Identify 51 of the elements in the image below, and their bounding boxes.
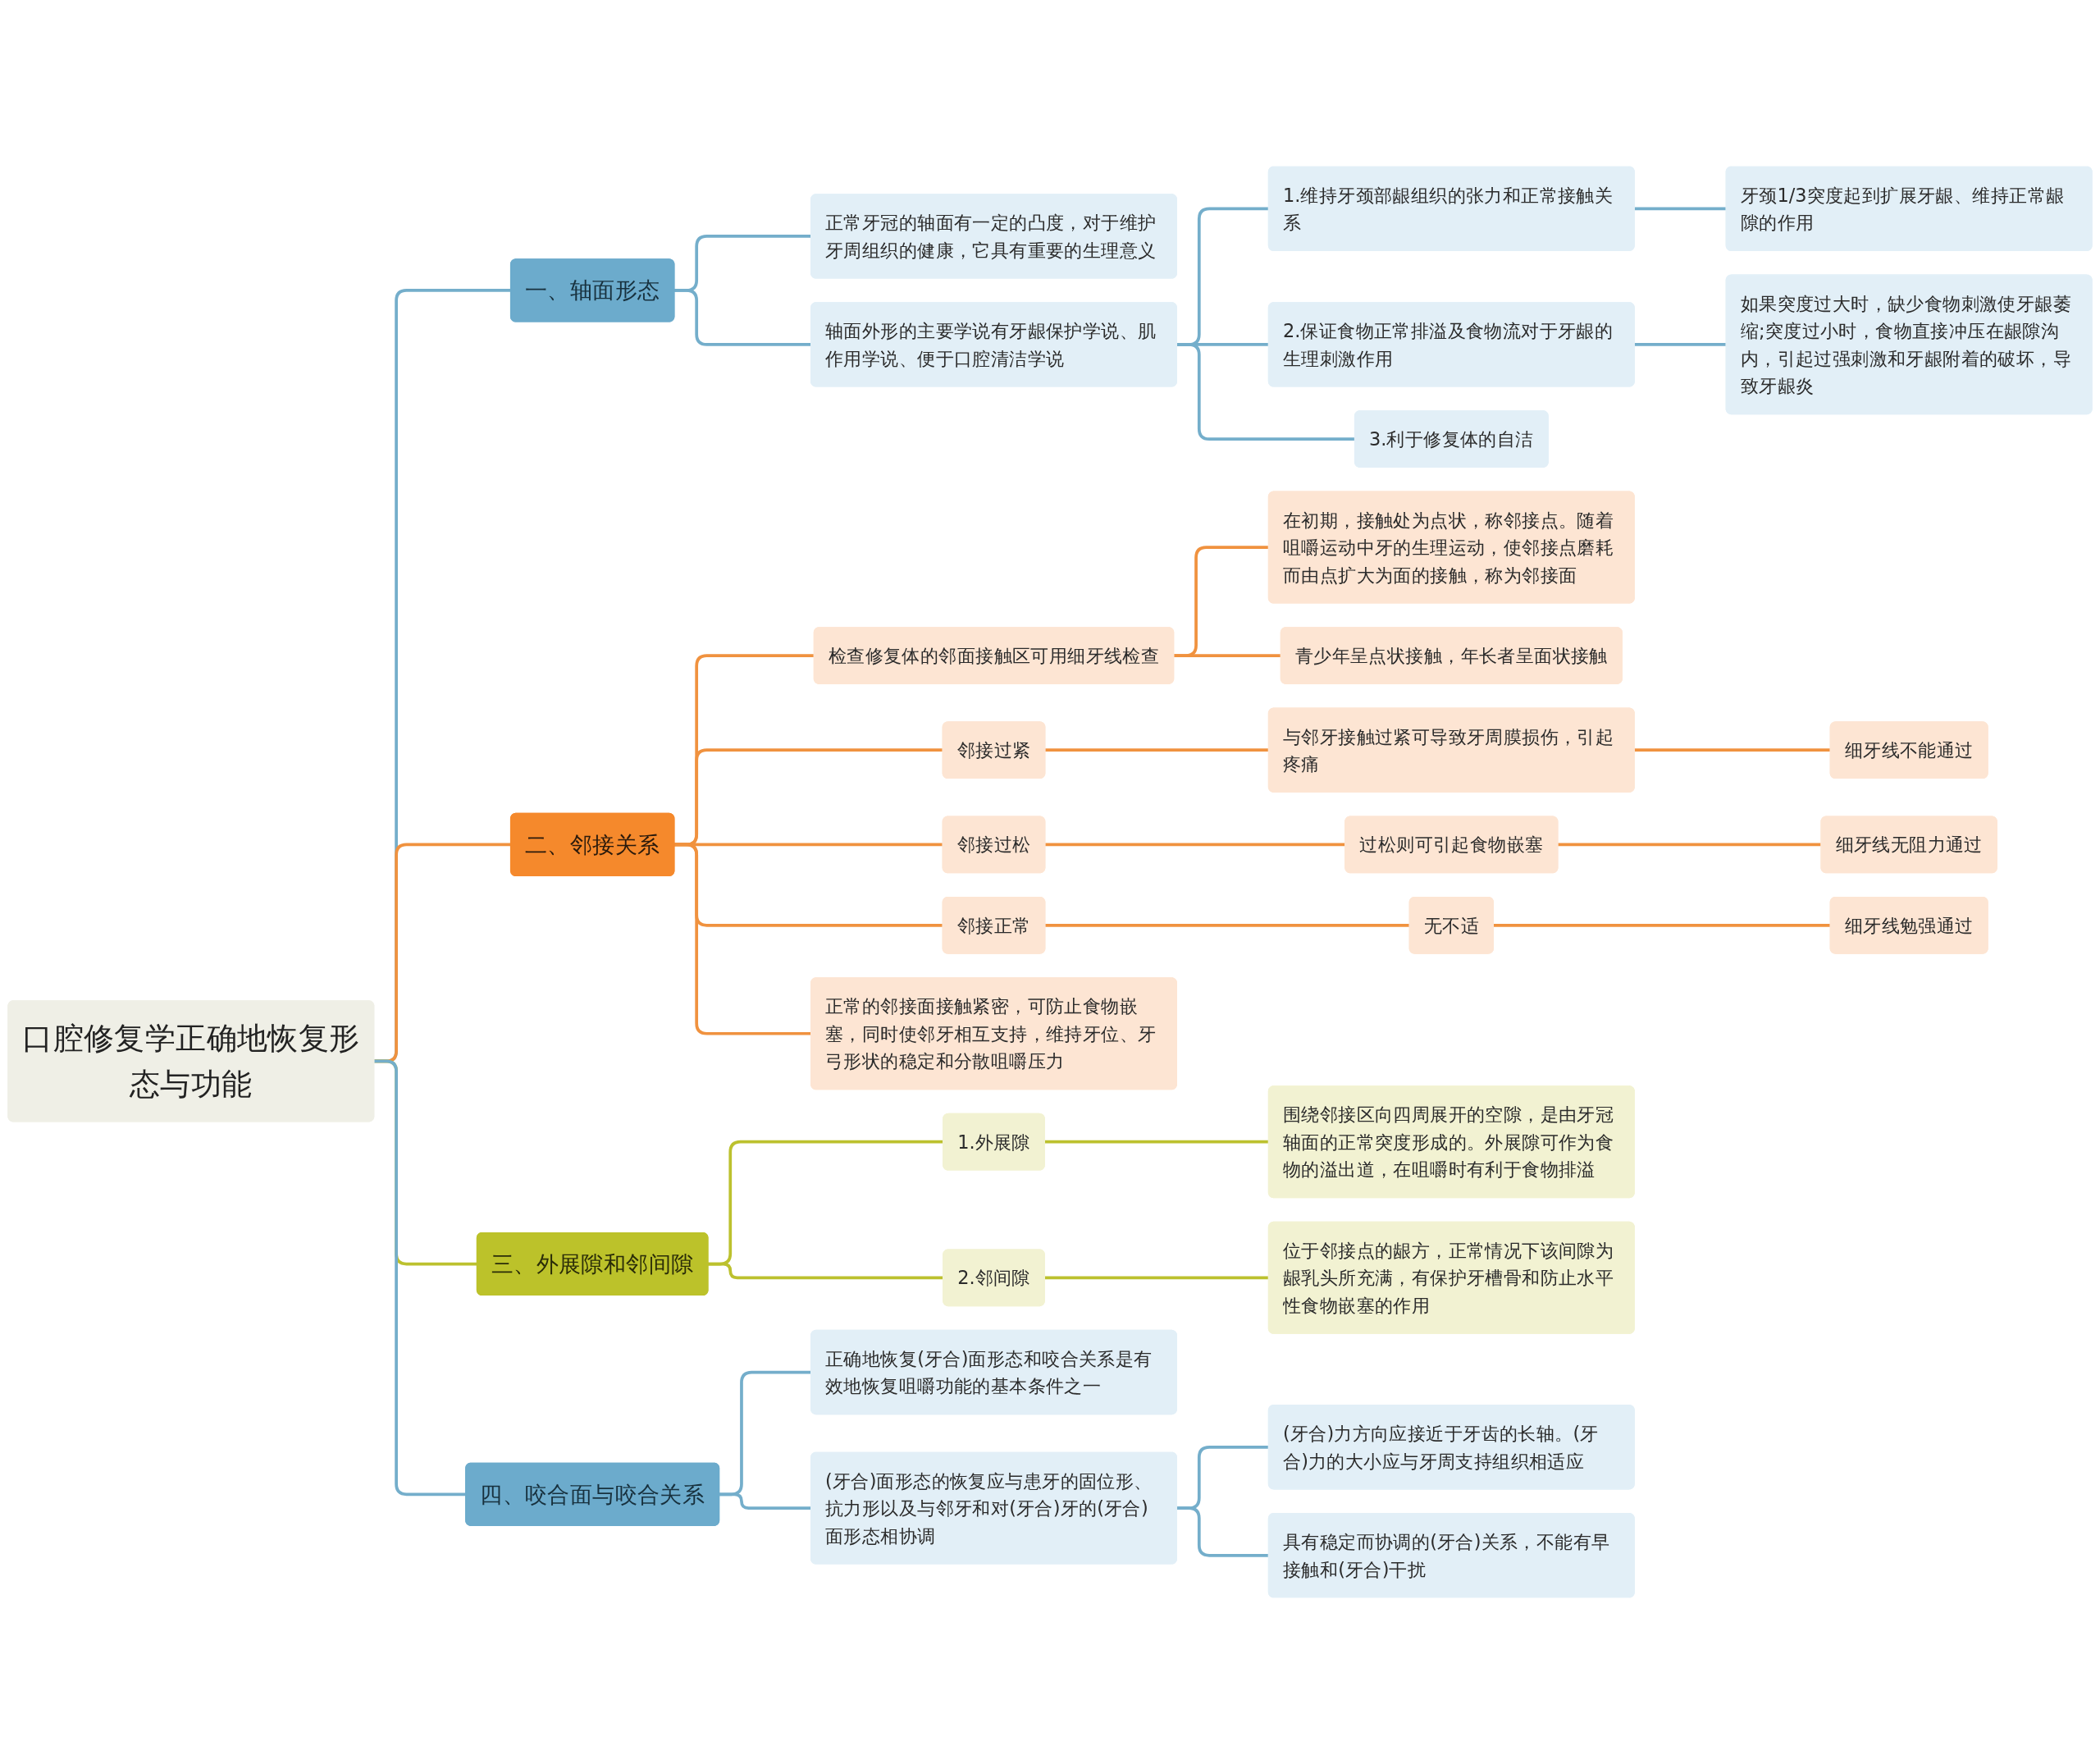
connector-line: [719, 1492, 811, 1510]
subtopic-box: 围绕邻接区向四周展开的空隙，是由牙冠轴面的正常突度形成的。外展隙可作为食物的溢出道，在咀嚼时有利于食物排溢: [1267, 1085, 1635, 1199]
subtopic-box: 正常的邻接面接触紧密，可防止食物嵌塞，同时使邻牙相互支持，维持牙位、牙弓形状的稳定和分散咀嚼压力: [810, 977, 1178, 1090]
subtopic-box: 轴面外形的主要学说有牙龈保护学说、肌作用学说、便于口腔清洁学说: [810, 302, 1178, 387]
connector-line: [673, 843, 811, 1035]
subtopic-box: 邻接过松: [942, 816, 1046, 874]
subtopic-box: 在初期，接触处为点状，称邻接点。随着咀嚼运动中牙的生理运动，使邻接点磨耗而由点扩大为面的接触，称为邻接面: [1267, 491, 1635, 604]
subtopic-box: 1.外展隙: [943, 1113, 1045, 1171]
branch-topic-box: 一、轴面形态: [509, 258, 675, 322]
subtopic-box: 细牙线不能通过: [1829, 721, 1988, 779]
connector-line: [1493, 923, 1831, 927]
connector-line: [1634, 748, 1831, 752]
connector-line: [1044, 748, 1269, 752]
subtopic-box: (牙合)面形态的恢复应与患牙的固位形、抗力形以及与邻牙和对(牙合)牙的(牙合)面形态相协调: [810, 1451, 1178, 1565]
subtopic-box: 如果突度过大时，缺少食物刺激使牙龈萎缩;突度过小时，食物直接冲压在龈隙沟内，引起过强刺激和牙龈附着的破坏，导致牙龈炎: [1725, 274, 2093, 415]
subtopic-box: 牙颈1/3突度起到扩展牙龈、维持正常龈隙的作用: [1725, 166, 2093, 251]
connector-line: [1176, 343, 1355, 441]
subtopic-box: 细牙线无阻力通过: [1820, 816, 1997, 874]
subtopic-box: 无不适: [1408, 896, 1494, 954]
connector-line: [1044, 1140, 1269, 1144]
subtopic-box: 正确地恢复(牙合)面形态和咬合关系是有效地恢复咀嚼功能的基本条件之一: [810, 1329, 1178, 1415]
connector-line: [1176, 1506, 1269, 1557]
subtopic-box: 位于邻接点的龈方，正常情况下该间隙为龈乳头所充满，有保护牙槽骨和防止水平性食物嵌塞的作用: [1267, 1221, 1635, 1334]
connector-line: [1173, 654, 1281, 657]
subtopic-box: (牙合)力方向应接近于牙齿的长轴。(牙合)力的大小应与牙周支持组织相适应: [1267, 1405, 1635, 1490]
branch-topic-box: 二、邻接关系: [509, 812, 675, 876]
connector-line: [1634, 343, 1727, 346]
subtopic-box: 2.保证食物正常排溢及食物流对于牙龈的生理刺激作用: [1267, 302, 1635, 387]
connector-line: [1044, 923, 1410, 927]
subtopic-box: 细牙线勉强通过: [1829, 896, 1988, 954]
connector-line: [373, 1059, 466, 1497]
subtopic-box: 与邻牙接触过紧可导致牙周膜损伤，引起疼痛: [1267, 707, 1635, 793]
branch-topic-box: 三、外展隙和邻间隙: [476, 1232, 709, 1296]
central-topic-box: 口腔修复学正确地恢复形态与功能: [7, 1000, 375, 1122]
connector-line: [673, 289, 811, 346]
branch-topic-box: 四、咬合面与咬合关系: [465, 1462, 720, 1526]
subtopic-box: 邻接过紧: [942, 721, 1046, 779]
subtopic-box: 1.维持牙颈部龈组织的张力和正常接触关系: [1267, 166, 1635, 251]
connector-line: [707, 1262, 943, 1280]
connector-line: [1557, 843, 1822, 847]
subtopic-box: 3.利于修复体的自洁: [1354, 410, 1549, 468]
connector-line: [1044, 843, 1345, 847]
subtopic-box: 正常牙冠的轴面有一定的凸度，对于维护牙周组织的健康，它具有重要的生理意义: [810, 194, 1178, 279]
connector-line: [1044, 1276, 1269, 1280]
subtopic-box: 检查修复体的邻面接触区可用细牙线检查: [813, 627, 1175, 684]
connector-line: [1634, 207, 1727, 211]
subtopic-box: 过松则可引起食物嵌塞: [1344, 816, 1559, 874]
subtopic-box: 青少年呈点状接触，年长者呈面状接触: [1280, 627, 1623, 684]
subtopic-box: 邻接正常: [942, 896, 1046, 954]
subtopic-box: 具有稳定而协调的(牙合)关系，不能有早接触和(牙合)干扰: [1267, 1513, 1635, 1598]
subtopic-box: 2.邻间隙: [943, 1249, 1045, 1307]
